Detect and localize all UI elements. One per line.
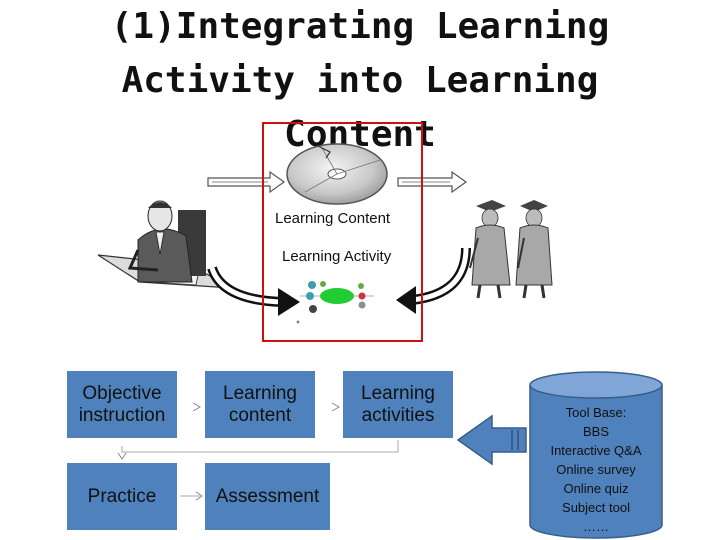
assessment-box: Assessment — [205, 463, 330, 530]
tool-base-item: Subject tool — [562, 500, 630, 515]
highlight-frame — [262, 122, 423, 342]
page-title: (1)Integrating Learning Activity into Le… — [0, 0, 720, 162]
tool-base-item: …… — [583, 519, 609, 534]
tool-base-item: Interactive Q&A — [550, 443, 642, 458]
tool-base-heading: Tool Base: — [565, 405, 627, 420]
title-line-1: (1)Integrating Learning — [110, 6, 610, 47]
left-double-arrow — [207, 170, 286, 194]
flow-connectors — [117, 402, 399, 501]
objective-instruction-box: Objective instruction — [67, 371, 177, 438]
tool-base-item: Online quiz — [563, 481, 629, 496]
tool-base-arrow — [456, 414, 527, 466]
learning-activity-label: Learning Activity — [282, 248, 392, 265]
learning-content-box: Learning content — [205, 371, 315, 438]
right-double-arrow — [397, 170, 468, 194]
title-line-2: Activity into Learning — [121, 60, 599, 101]
learning-content-label: Learning Content — [275, 210, 391, 227]
activity-diagram-thumbnail — [296, 281, 374, 324]
teacher-icon — [97, 200, 233, 289]
practice-box: Practice — [67, 463, 177, 530]
tool-base-cylinder — [529, 371, 663, 539]
tool-base-item: BBS — [582, 424, 609, 439]
learning-activities-box: Learning activities — [343, 371, 453, 438]
left-curved-arrow — [207, 266, 300, 316]
tool-base-item: Online survey — [556, 462, 636, 477]
tool-base-text: Tool Base: BBS Interactive Q&A Online su… — [530, 375, 662, 535]
cd-disc-icon — [286, 143, 388, 205]
graduates-icon — [469, 200, 553, 299]
